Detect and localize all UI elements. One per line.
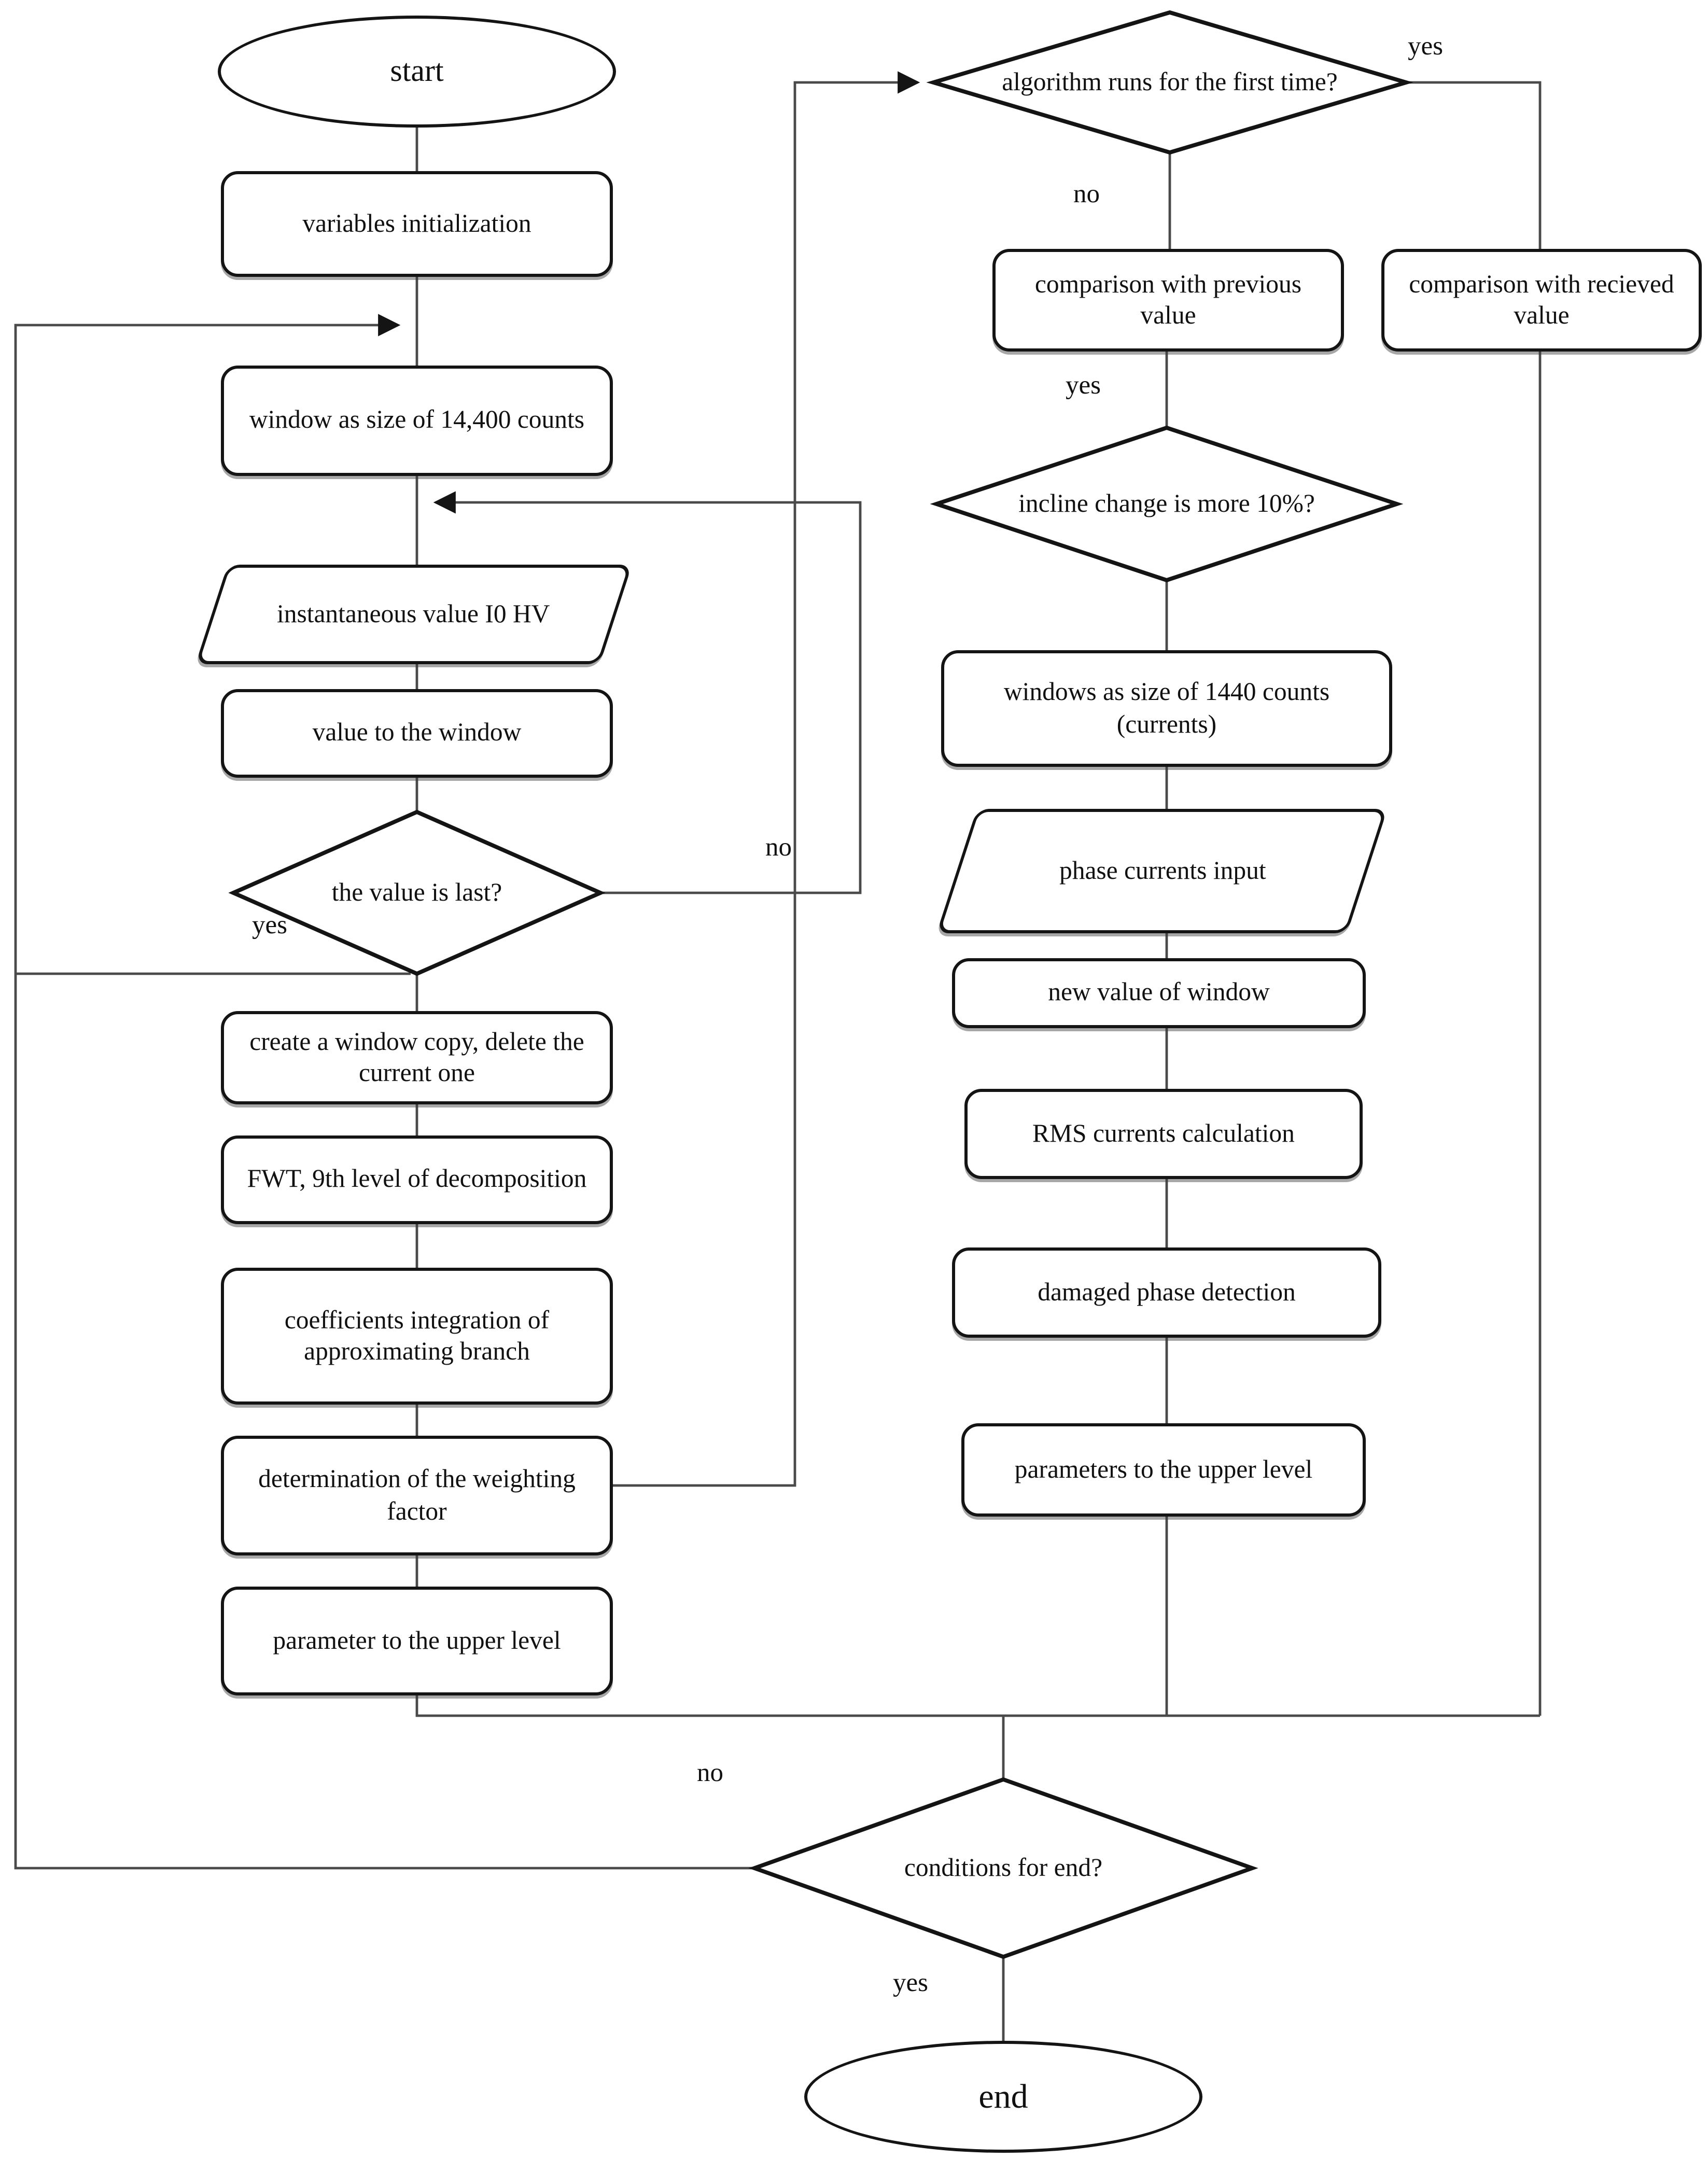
process-fwt-9th-level: FWT, 9th level of decomposition [221,1135,613,1224]
decision-value-is-last-label: the value is last? [331,877,502,907]
edge-label-algorithm-no: no [1073,179,1100,208]
decision-incline-change-shape [930,425,1404,583]
process-windows-1440: windows as size of 1440 counts (currents… [941,650,1392,767]
process-create-window-copy: create a window copy, delete the current… [221,1011,613,1104]
process-variables-initialization: variables initialization [221,171,613,277]
process-window-14400: window as size of 14,400 counts [221,366,613,476]
edge-label-conditions-no: no [697,1758,723,1787]
edge-conditions-no-loop [14,314,754,1870]
decision-incline-change-label: incline change is more 10%? [1018,488,1315,518]
decision-conditions-end-shape [748,1777,1258,1959]
input-phase-currents: phase currents input [936,809,1388,933]
process-parameters-upper-level: parameters to the upper level [961,1423,1366,1517]
process-coefficients-integration: coefficients integration of approximatin… [221,1268,613,1405]
edge-merge-bottom [415,1695,1540,1717]
decision-conditions-end-label: conditions for end? [904,1853,1103,1883]
edge-value-last-no-loop [433,491,862,894]
process-comparison-received: comparison with recieved value [1381,249,1702,352]
input-phase-currents-label: phase currents input [1058,855,1266,885]
decision-value-is-last-shape [228,809,606,976]
edge-label-value-last-no: no [765,832,792,862]
terminator-end: end [804,2041,1202,2153]
process-comparison-previous: comparison with previous value [992,249,1344,352]
process-determination-weighting: determination of the weighting factor [221,1436,613,1555]
edge-algorithm-yes [1406,81,1542,249]
terminator-start: start [218,16,616,128]
edge-label-algorithm-yes: yes [1408,31,1444,61]
edge-label-value-last-yes: yes [252,910,288,940]
process-rms-currents: RMS currents calculation [964,1089,1363,1179]
process-new-value-window: new value of window [952,958,1366,1028]
process-damaged-phase: damaged phase detection [952,1247,1381,1338]
input-instantaneous-value: instantaneous value I0 HV [195,565,633,664]
decision-algorithm-first-shape [926,10,1413,155]
process-parameter-upper-level: parameter to the upper level [221,1587,613,1695]
edge-determination-algorithm [613,71,920,1487]
process-value-to-window: value to the window [221,689,613,778]
decision-algorithm-first-label: algorithm runs for the first time? [1002,67,1338,97]
edge-label-conditions-yes: yes [893,1968,929,1997]
input-instantaneous-value-label: instantaneous value I0 HV [277,598,551,628]
edge-label-previous-yes: yes [1066,370,1101,400]
